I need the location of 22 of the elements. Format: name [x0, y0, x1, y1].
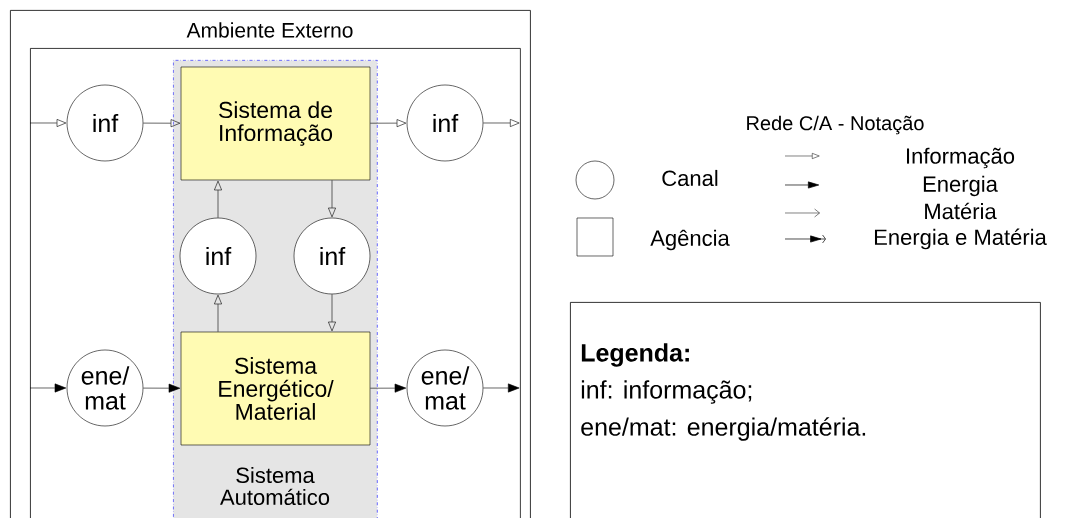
legend-box: Legenda: inf: informação; ene/mat: energia/matéria.: [570, 302, 1041, 518]
legend-text: Matéria: [925, 202, 997, 220]
legend-text: Informação: [907, 147, 1015, 169]
arrow: [143, 119, 181, 128]
arrow: [214, 294, 222, 332]
notation-title: Rede C/A - Notação: [747, 115, 924, 135]
arrow: [29, 119, 67, 127]
arrow: [214, 180, 222, 218]
legend-text: Energia: [923, 175, 998, 197]
legend-text: Agência: [650, 229, 730, 251]
arrow: [483, 383, 520, 393]
agency-box: Sistema de Informação: [180, 66, 371, 181]
arrow: [143, 383, 181, 393]
arrow: [328, 294, 336, 332]
arrow: [29, 383, 67, 393]
arrow: [370, 383, 407, 393]
agency-box: Sistema Energético/ Material: [180, 331, 371, 446]
arrow: [483, 119, 520, 127]
arrow: [328, 180, 336, 218]
legend-text: Energia e Matéria: [875, 228, 1047, 250]
arrow: [370, 119, 407, 128]
legend-text: Canal: [662, 169, 718, 187]
